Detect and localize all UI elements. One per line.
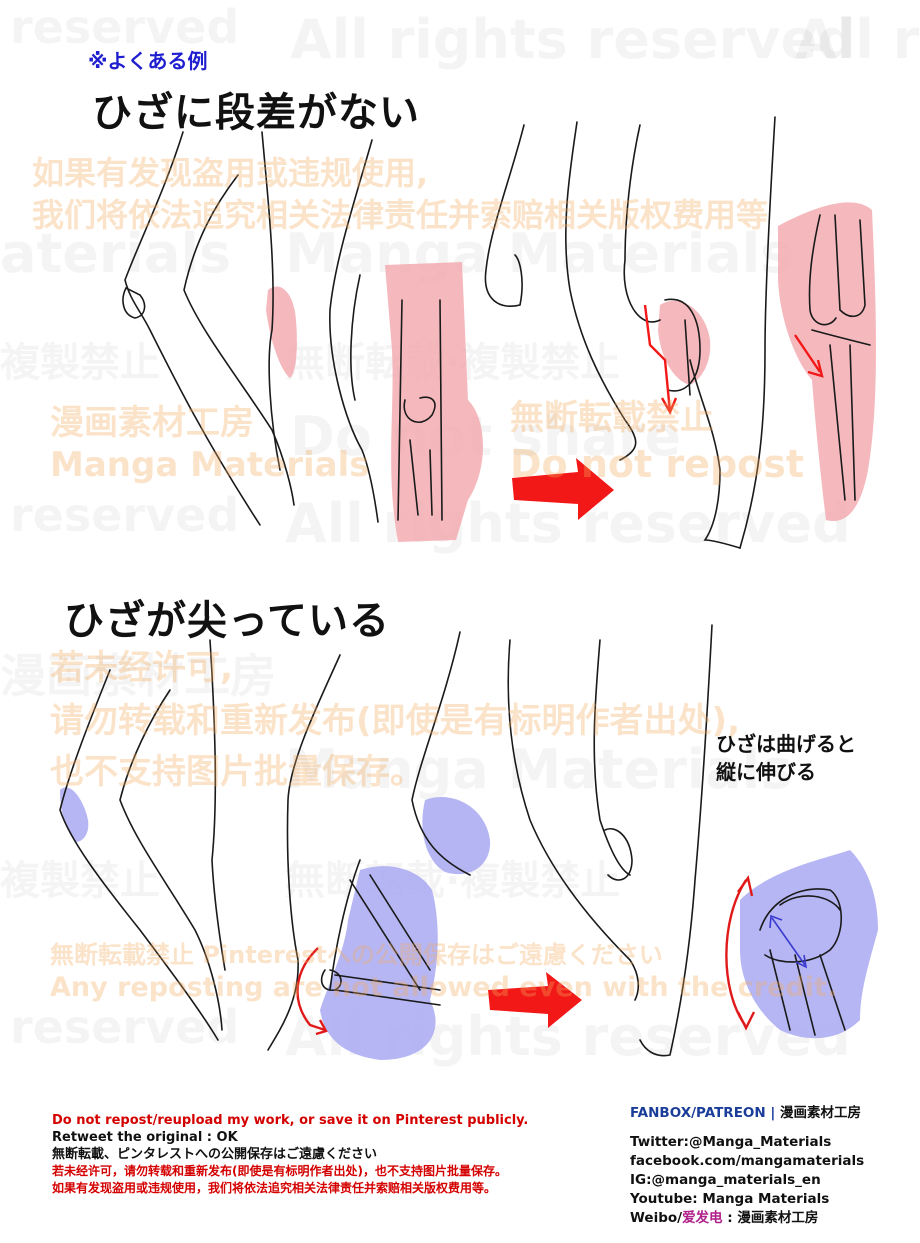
- instagram-link[interactable]: IG:@manga_materials_en: [630, 1172, 821, 1188]
- footer-notice-ja: 無断転載、ピンタレストへの公開保存はご遠慮ください: [52, 1147, 378, 1162]
- footer-separator: |: [770, 1105, 776, 1121]
- big-red-arrow-2: [488, 972, 582, 1028]
- fanbox-link[interactable]: FANBOX/PATREON: [630, 1105, 766, 1121]
- twitter-link[interactable]: Twitter:@Manga_Materials: [630, 1134, 832, 1150]
- footer-fanbox-row: FANBOX/PATREON | 漫画素材工房: [630, 1104, 864, 1123]
- knee-note-line2: 縦に伸びる: [716, 760, 816, 784]
- footer-notice: Do not repost/reupload my work, or save …: [52, 1112, 528, 1197]
- weibo-separator: :: [722, 1210, 738, 1226]
- weibo-name: 爱发电: [682, 1210, 723, 1226]
- example-label: ※よくある例: [88, 49, 208, 73]
- workshop-name: 漫画素材工房: [780, 1105, 862, 1121]
- leg-sketches-1: [122, 116, 871, 549]
- leg-sketches-2: [59, 624, 846, 1057]
- footer-retweet: Retweet the original : OK: [52, 1130, 238, 1145]
- youtube-link[interactable]: Youtube: Manga Materials: [630, 1191, 830, 1207]
- footer-notice-en: Do not repost/reupload my work, or save …: [52, 1113, 529, 1128]
- weibo-row[interactable]: Weibo/爱发电 : 漫画素材工房: [630, 1209, 864, 1228]
- weibo-label: Weibo/: [630, 1210, 683, 1226]
- red-guide-lines-2: [296, 875, 756, 1036]
- knee-note: ひざは曲げると 縦に伸びる: [716, 730, 856, 786]
- big-red-arrow-1: [512, 458, 614, 520]
- knee-note-line1: ひざは曲げると: [716, 732, 856, 756]
- section1-title: ひざに段差がない: [92, 90, 420, 136]
- blue-highlights: [60, 787, 878, 1060]
- blue-guide-lines: [769, 914, 808, 969]
- red-guide-lines-1: [643, 304, 824, 415]
- weibo-workshop: 漫画素材工房: [737, 1210, 819, 1226]
- footer-links: FANBOX/PATREON | 漫画素材工房 Twitter:@Manga_M…: [630, 1104, 864, 1228]
- facebook-link[interactable]: facebook.com/mangamaterials: [630, 1153, 865, 1169]
- section2-title: ひざが尖っている: [64, 598, 390, 644]
- footer-notice-cn-2: 如果有发现盗用或违规使用，我们将依法追究相关法律责任并索赔相关版权费用等。: [52, 1181, 497, 1195]
- footer-notice-cn-1: 若未经许可，请勿转载和重新发布(即使是有标明作者出处)，也不支持图片批量保存。: [52, 1164, 507, 1178]
